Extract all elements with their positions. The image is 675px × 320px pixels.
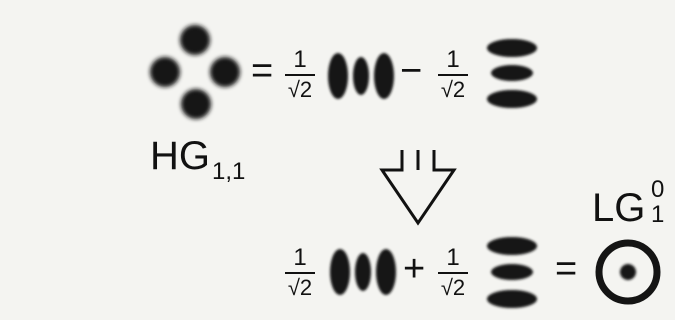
fraction-numerator: 1 — [446, 46, 460, 73]
hg11-mode-pattern — [150, 25, 240, 119]
vertical-lobes-pattern-bottom — [330, 249, 396, 295]
fraction-numerator: 1 — [446, 244, 460, 271]
fraction-bar — [438, 272, 468, 274]
horizontal-lobes-pattern-top — [487, 39, 537, 108]
fraction-numerator: 1 — [293, 46, 307, 73]
equals-sign-top: = — [251, 50, 274, 92]
hg11-lobe-top — [180, 25, 210, 55]
hg-mode-index: 1,1 — [212, 158, 246, 185]
down-arrow-hollow-icon — [379, 150, 457, 226]
hg11-lobe-left — [150, 57, 180, 87]
fraction-denominator: √2 — [287, 275, 313, 300]
fraction-bottom-left: 1 √2 — [285, 246, 315, 300]
horizontal-lobes-pattern-bottom — [487, 237, 537, 308]
hg11-lobe-right — [210, 57, 240, 87]
plus-sign-bottom: + — [403, 248, 426, 290]
fraction-bar — [285, 74, 315, 76]
hg11-lobe-bottom — [181, 89, 211, 119]
lg-mode-superscript: 0 — [651, 176, 665, 203]
fraction-denominator: √2 — [287, 77, 313, 102]
fraction-numerator: 1 — [293, 244, 307, 271]
fraction-denominator: √2 — [440, 77, 466, 102]
hg-mode-label: HG — [150, 134, 210, 178]
equals-sign-bottom: = — [555, 248, 578, 290]
fraction-bottom-right: 1 √2 — [438, 246, 468, 300]
lg-mode-subscript: 1 — [651, 201, 665, 228]
lg-ring-mode-icon — [595, 239, 661, 305]
minus-sign-top: − — [400, 50, 423, 92]
fraction-bar — [285, 272, 315, 274]
fraction-top-left: 1 √2 — [285, 48, 315, 102]
fraction-denominator: √2 — [440, 275, 466, 300]
fraction-top-right: 1 √2 — [438, 48, 468, 102]
lg-mode-label: LG — [592, 186, 646, 230]
fraction-bar — [438, 74, 468, 76]
vertical-lobes-pattern-top — [328, 53, 394, 99]
